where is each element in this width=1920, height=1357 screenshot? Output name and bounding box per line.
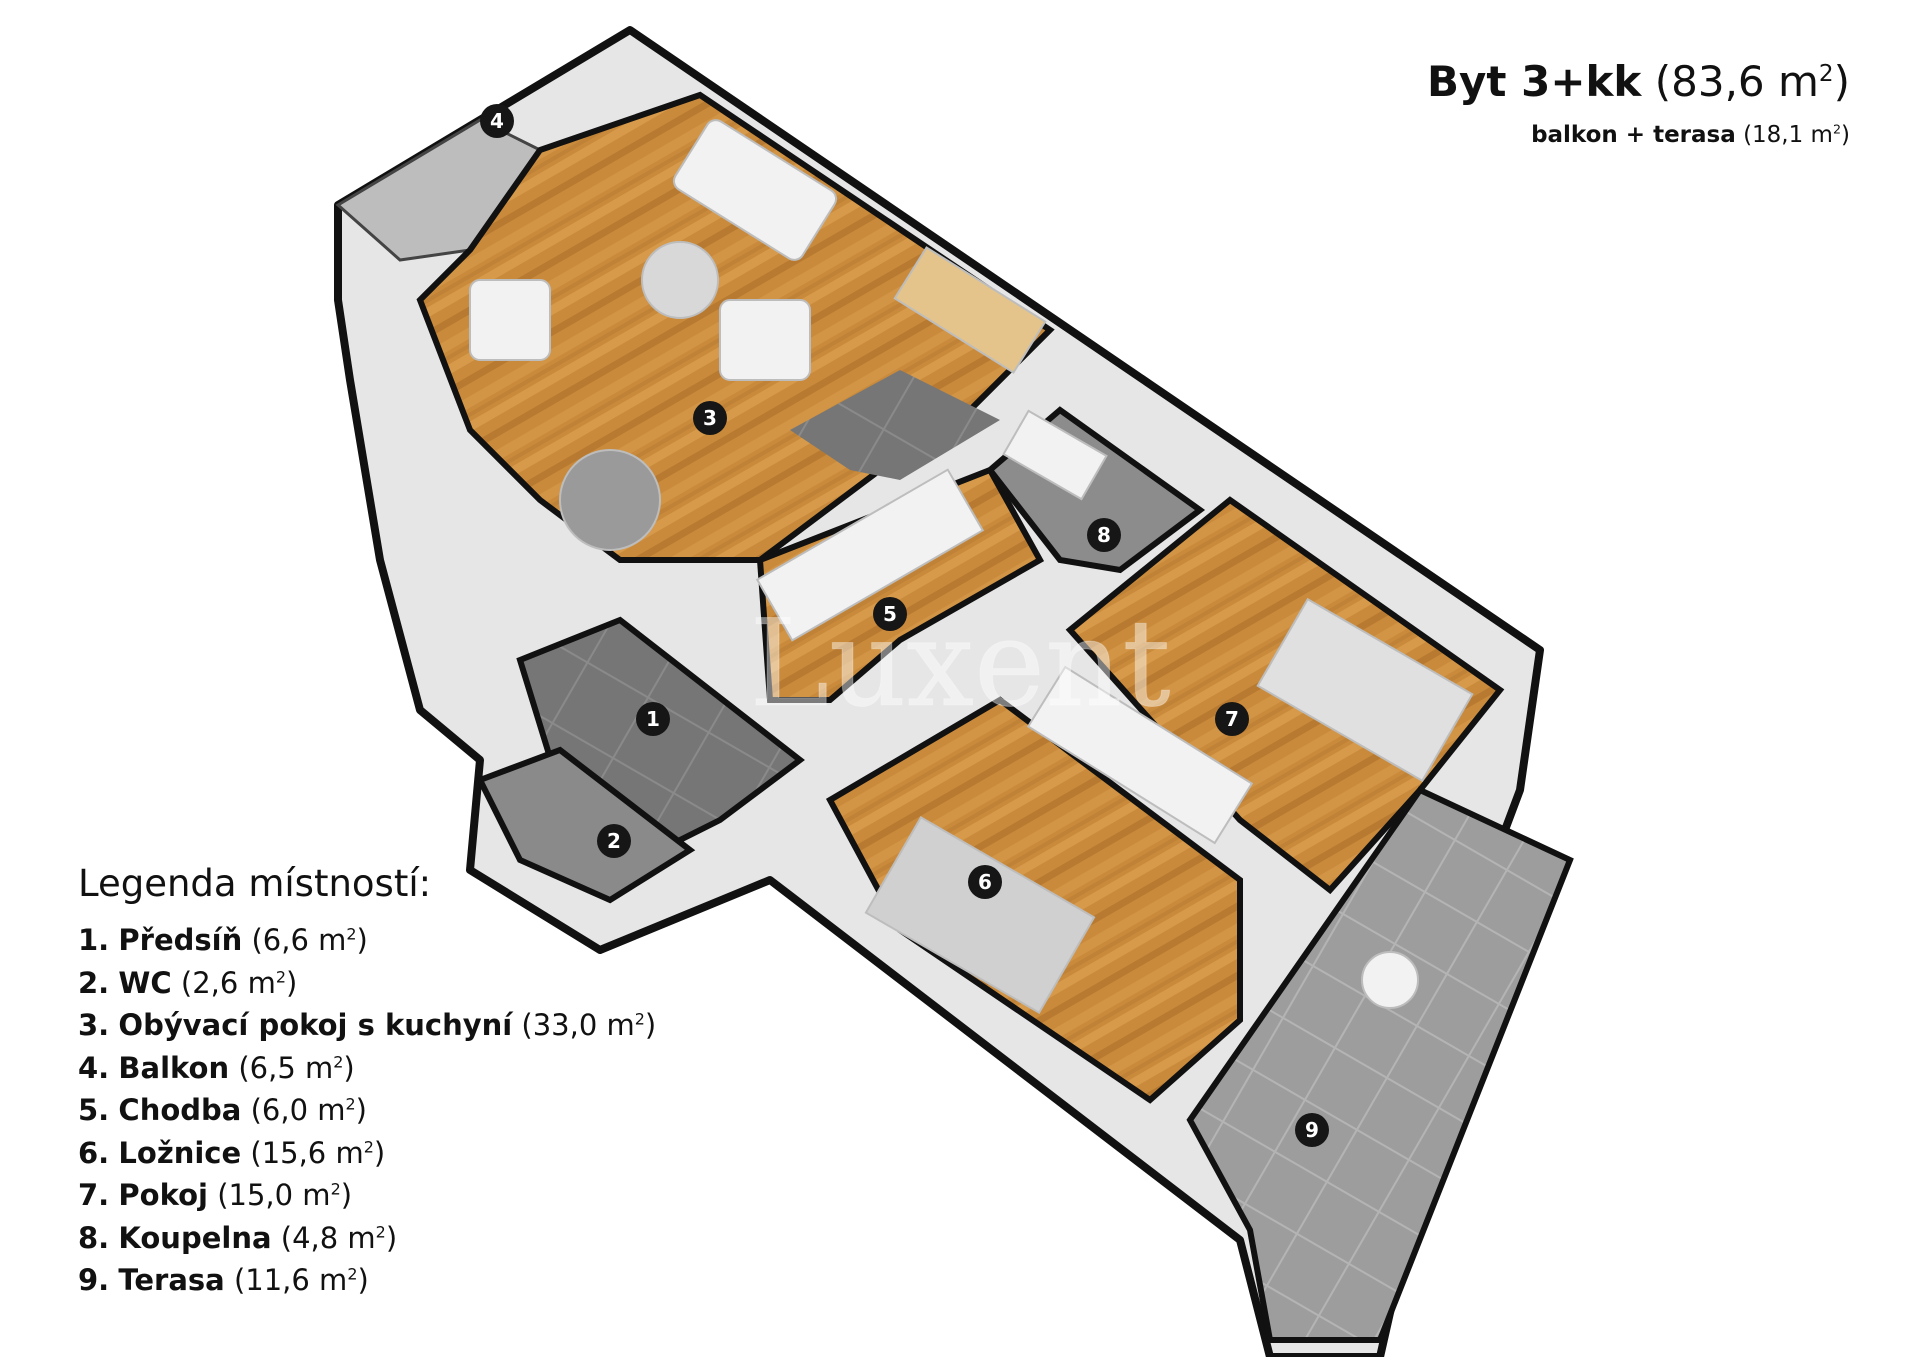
kitchen-counter (893, 246, 1047, 374)
room-marker-label: 5 (883, 602, 897, 626)
room-marker-6: 6 (968, 865, 1002, 899)
room-marker-circle (1215, 702, 1249, 736)
room-marker-2: 2 (597, 824, 631, 858)
room-marker-9: 9 (1295, 1113, 1329, 1147)
room-marker-label: 3 (703, 406, 717, 430)
legend-item: 9. Terasa (11,6 m2) (78, 1263, 369, 1297)
room-marker-label: 7 (1225, 707, 1239, 731)
furniture (469, 119, 1474, 1014)
room-marker-label: 6 (978, 870, 992, 894)
wardrobe (755, 468, 985, 642)
room-marker-label: 9 (1305, 1118, 1319, 1142)
armchair (469, 279, 551, 361)
room-marker-circle (693, 401, 727, 435)
room-wc-floor (475, 746, 696, 904)
bathtub (1002, 409, 1108, 501)
dining-table (559, 449, 661, 551)
wardrobe-2 (1026, 665, 1254, 845)
apartment-title: Byt 3+kk (83,6 m2) balkon + terasa (18,1… (1427, 56, 1850, 148)
legend-heading: Legenda místností: (78, 862, 432, 905)
room-marker-circle (873, 597, 907, 631)
terrace-table (1361, 951, 1419, 1009)
room-marker-label: 2 (607, 829, 621, 853)
outdoor-area: balkon + terasa (18,1 m2) (1531, 121, 1850, 148)
coffee-table (641, 241, 719, 319)
legend-item: 7. Pokoj (15,0 m2) (78, 1178, 353, 1212)
room-marker-circle (1087, 518, 1121, 552)
legend-item: 3. Obývací pokoj s kuchyní (33,0 m2) (78, 1008, 657, 1042)
armchair-2 (719, 299, 811, 381)
legend-list: 1. Předsíň (6,6 m2) 2. WC (2,6 m2) 3. Ob… (78, 919, 656, 1302)
watermark: Luxent (749, 595, 1170, 734)
room-marker-label: 4 (490, 109, 504, 133)
room-terasa-floor (1186, 786, 1574, 1343)
room-marker-circle (636, 702, 670, 736)
legend-item: 8. Koupelna (4,8 m2) (78, 1220, 398, 1255)
sofa (672, 119, 838, 261)
room-marker-3: 3 (693, 401, 727, 435)
room-marker-circle (480, 104, 514, 138)
room-marker-7: 7 (1215, 702, 1249, 736)
legend-item: 1. Předsíň (6,6 m2) (78, 923, 368, 957)
room-marker-circle (1295, 1113, 1329, 1147)
apartment-type: Byt 3+kk (83,6 m2) (1427, 57, 1850, 106)
kitchen-tile-floor (790, 370, 1000, 480)
legend-item: 5. Chodba (6,0 m2) (78, 1093, 367, 1127)
room-legend: Legenda místností: 1. Předsíň (6,6 m2) 2… (78, 862, 656, 1302)
room-marker-8: 8 (1087, 518, 1121, 552)
room-marker-5: 5 (873, 597, 907, 631)
room-marker-circle (597, 824, 631, 858)
legend-item: 6. Ložnice (15,6 m2) (78, 1135, 386, 1170)
legend-item: 4. Balkon (6,5 m2) (78, 1050, 355, 1085)
double-bed (864, 816, 1096, 1014)
legend-item: 2. WC (2,6 m2) (78, 965, 298, 1000)
room-marker-label: 8 (1097, 523, 1111, 547)
room-marker-circle (968, 865, 1002, 899)
room-marker-1: 1 (636, 702, 670, 736)
single-bed (1256, 597, 1474, 783)
room-marker-label: 1 (646, 707, 660, 731)
room-marker-4: 4 (480, 104, 514, 138)
